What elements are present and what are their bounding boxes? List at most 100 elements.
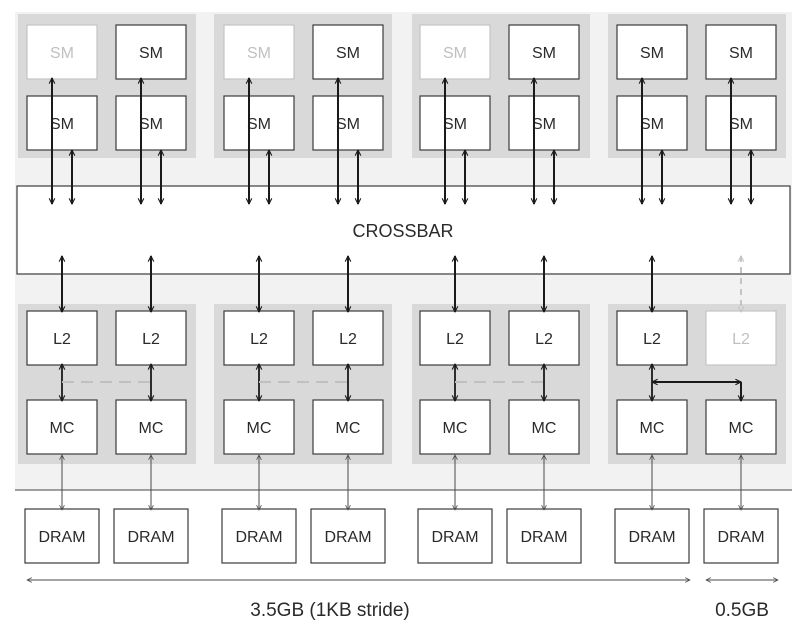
dram-module-box [24,508,100,564]
sm-unit-box [312,95,384,151]
l2-cache: L2 [616,310,688,366]
sm-unit-label: SM [532,45,556,62]
sm-unit-label: SM [50,116,74,133]
sm-unit: SM [419,95,491,151]
sm-unit-label: SM [50,45,74,62]
dram-module-label: DRAM [717,529,764,546]
sm-unit-box [508,95,580,151]
capacity-main-label: 3.5GB (1KB stride) [250,600,409,621]
dram-module-label: DRAM [38,529,85,546]
memory-controller-label: MC [50,420,75,437]
l2-cache-label: L2 [446,331,464,348]
sm-unit-label: SM [729,45,753,62]
l2-cache-label: L2 [339,331,357,348]
l2-cache: L2 [312,310,384,366]
l2-cache: L2 [705,310,777,366]
dram-module: DRAM [113,508,189,564]
sm-unit-label: SM [443,45,467,62]
sm-unit-box [223,95,295,151]
sm-unit-box [115,95,187,151]
sm-unit: SM [508,24,580,80]
sm-unit-label: SM [139,116,163,133]
dram-module: DRAM [506,508,582,564]
sm-unit-box [705,95,777,151]
l2-cache-label: L2 [53,331,71,348]
capacity-small-label: 0.5GB [715,600,769,621]
l2-cache-box [312,310,384,366]
sm-unit-label: SM [443,116,467,133]
memory-controller-label: MC [532,420,557,437]
sm-unit-label: SM [532,116,556,133]
sm-unit-label: SM [729,116,753,133]
memory-controller: MC [115,399,187,455]
sm-unit-label: SM [139,45,163,62]
sm-unit-label: SM [336,45,360,62]
dram-module-box [506,508,582,564]
sm-unit: SM [312,24,384,80]
dram-module-label: DRAM [235,529,282,546]
memory-controller-box [616,399,688,455]
sm-unit-label: SM [247,116,271,133]
sm-unit-box [419,24,491,80]
memory-controller-label: MC [640,420,665,437]
dram-module-box [113,508,189,564]
l2-cache-box [115,310,187,366]
memory-controller-label: MC [247,420,272,437]
sm-unit-box [26,24,98,80]
sm-unit-box [705,24,777,80]
l2-cache-label: L2 [643,331,661,348]
sm-unit: SM [115,95,187,151]
sm-unit-box [115,24,187,80]
dram-module-label: DRAM [431,529,478,546]
dram-module-label: DRAM [628,529,675,546]
memory-controller: MC [26,399,98,455]
dram-module: DRAM [221,508,297,564]
sm-unit-box [508,24,580,80]
sm-unit-box [223,24,295,80]
sm-unit-label: SM [640,116,664,133]
memory-controller-box [26,399,98,455]
sm-unit: SM [508,95,580,151]
dram-module: DRAM [310,508,386,564]
sm-unit: SM [26,24,98,80]
dram-module-label: DRAM [520,529,567,546]
sm-unit-label: SM [336,116,360,133]
sm-unit: SM [616,24,688,80]
dram-module-label: DRAM [324,529,371,546]
sm-unit: SM [223,95,295,151]
sm-unit: SM [223,24,295,80]
l2-cache: L2 [223,310,295,366]
memory-controller-label: MC [139,420,164,437]
sm-unit-box [419,95,491,151]
dram-module-box [310,508,386,564]
sm-unit-label: SM [640,45,664,62]
memory-controller: MC [508,399,580,455]
sm-unit-label: SM [247,45,271,62]
l2-cache-box [223,310,295,366]
memory-controller: MC [419,399,491,455]
memory-controller-label: MC [443,420,468,437]
l2-cache-label: L2 [142,331,160,348]
dram-module-box [417,508,493,564]
sm-unit-box [616,95,688,151]
sm-unit: SM [312,95,384,151]
memory-controller-label: MC [729,420,754,437]
sm-unit-box [312,24,384,80]
l2-cache-box [508,310,580,366]
memory-controller-box [419,399,491,455]
memory-controller: MC [705,399,777,455]
l2-cache-label: L2 [535,331,553,348]
sm-unit-box [26,95,98,151]
dram-module: DRAM [614,508,690,564]
sm-unit: SM [616,95,688,151]
l2-cache-box [616,310,688,366]
sm-unit: SM [705,24,777,80]
sm-unit-box [616,24,688,80]
l2-cache-label: L2 [250,331,268,348]
memory-controller: MC [616,399,688,455]
sm-unit: SM [705,95,777,151]
l2-cache: L2 [508,310,580,366]
memory-controller-box [312,399,384,455]
